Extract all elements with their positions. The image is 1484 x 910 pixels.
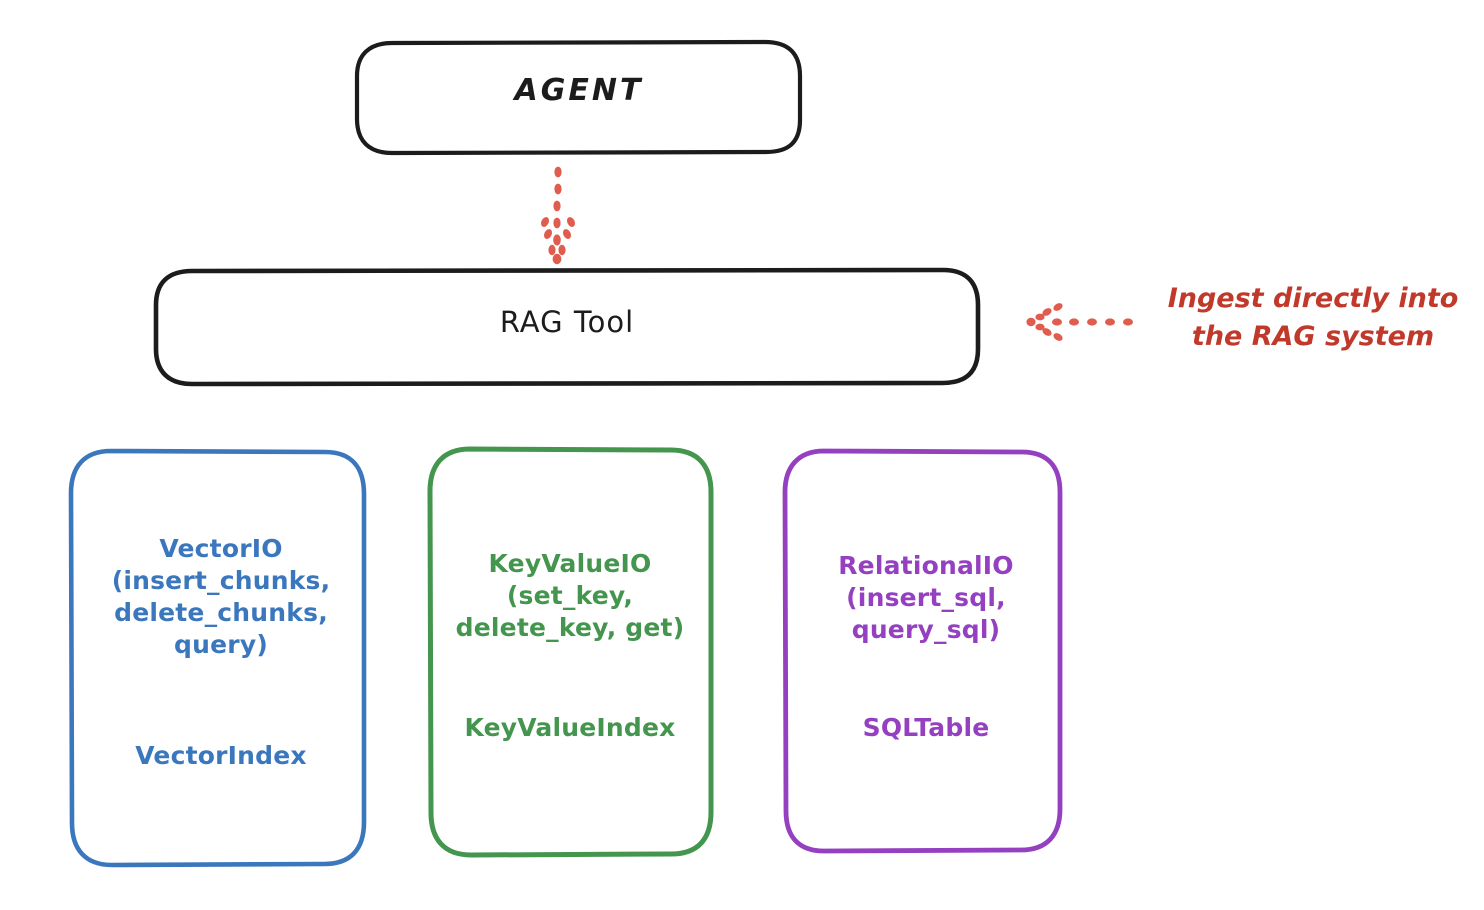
relational-store-api-label: RelationalIO (insert_sql, query_sql) <box>838 551 1014 644</box>
rag-tool-node-label: RAG Tool <box>499 305 635 339</box>
relational-store-box-shape[interactable] <box>782 448 1063 854</box>
vector-store-api-label: VectorIO (insert_chunks, delete_chunks, … <box>111 534 331 659</box>
keyvalue-store-index-label: KeyValueIndex <box>464 713 676 742</box>
ingest-annotation-text: Ingest directly into the RAG system <box>1167 283 1459 353</box>
ingest-pointer-arrow <box>1026 303 1133 341</box>
vector-store-index-label: VectorIndex <box>135 741 307 770</box>
agent-to-rag-tool-arrow <box>540 166 576 265</box>
agent-node-label: AGENT <box>514 73 644 108</box>
keyvalue-store-api-label: KeyValueIO (set_key, delete_key, get) <box>455 549 685 642</box>
relational-store-table-label: SQLTable <box>862 713 990 742</box>
keyvalue-store-box-shape[interactable] <box>427 446 714 858</box>
